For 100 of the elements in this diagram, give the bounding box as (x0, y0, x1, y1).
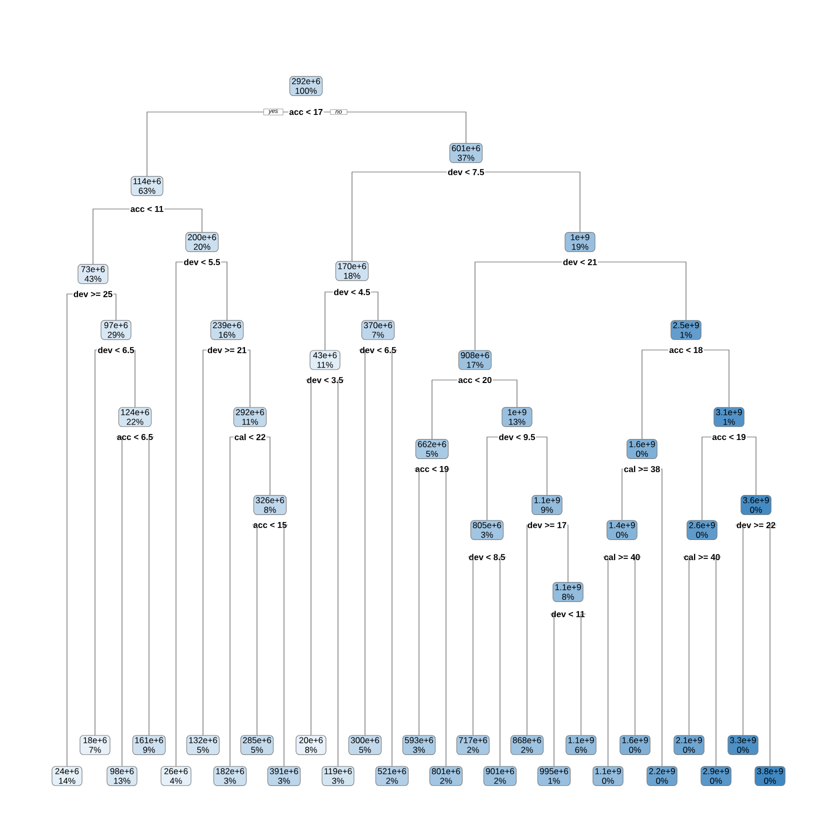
branch-line (580, 614, 586, 736)
tree-node-box: 1e+9 13% (502, 407, 532, 427)
branch-line (492, 380, 518, 408)
tree-node-box: 18e+6 7% (80, 735, 110, 755)
branch-line (735, 524, 744, 736)
branch-line (414, 468, 420, 736)
branch-line (306, 380, 312, 736)
tree-node-box: 2.1e+9 0% (674, 735, 704, 755)
split-label: dev < 4.5 (334, 288, 370, 296)
branch-line (634, 556, 642, 736)
split-label: dev >= 17 (528, 522, 566, 528)
branch-line (682, 556, 690, 736)
tree-node-box: 26e+6 4% (160, 766, 192, 786)
branch-line (602, 556, 608, 766)
split-label: acc < 19 (712, 434, 746, 440)
branch-line (284, 524, 288, 766)
tree-node-box: 20e+6 8% (296, 735, 326, 755)
tree-node-box: 601e+6 37% (449, 143, 483, 163)
branch-line (164, 208, 202, 232)
tree-node-box: 521e+6 2% (375, 766, 409, 786)
split-label: dev < 9.5 (499, 434, 536, 440)
split-label: acc < 19 (415, 466, 449, 472)
split-label: dev < 6.5 (98, 346, 134, 354)
tree-node-box: 239e+6 16% (210, 320, 244, 340)
tree-node-box: 868e+6 2% (510, 735, 544, 755)
tree-node-box: 717e+6 2% (456, 735, 490, 755)
branch-line (358, 350, 366, 736)
split-label: dev >= 22 (736, 522, 776, 528)
branch-line (622, 468, 624, 520)
split-label: cal >= 40 (684, 554, 720, 560)
tree-node-box: 3.1e+9 1% (714, 407, 744, 427)
split-label: dev < 7.5 (448, 168, 484, 176)
split-label: acc < 18 (669, 346, 703, 354)
branch-line (550, 614, 554, 766)
branch-line (176, 262, 184, 766)
tree-node-box: 2.6e+9 0% (686, 520, 718, 540)
tree-node-box: 662e+6 5% (415, 439, 449, 459)
branch-line (266, 436, 270, 496)
branch-line (526, 524, 528, 736)
tree-node-box: 161e+6 9% (132, 735, 166, 755)
branch-line (324, 292, 334, 350)
tree-node-box: 370e+6 7% (361, 320, 395, 340)
branch-line (148, 436, 154, 736)
tree-node-box: 995e+6 1% (537, 766, 571, 786)
branch-line (702, 436, 712, 520)
branch-line (703, 350, 730, 408)
branch-line (642, 350, 669, 440)
tree-node-box: 24e+6 14% (52, 766, 82, 786)
tree-node-box: 73e+6 43% (78, 264, 108, 284)
branch-line (370, 292, 378, 320)
branch-line (536, 436, 548, 496)
tree-node-box: 1e+9 19% (564, 232, 596, 252)
branch-line (746, 436, 756, 496)
tree-node-box: 292e+6 11% (233, 407, 267, 427)
tree-node-box: 908e+6 17% (458, 350, 492, 370)
split-label: dev < 11 (552, 610, 585, 618)
tree-node-box: 3.8e+9 0% (754, 766, 786, 786)
tree-node-box: 1.4e+9 0% (606, 520, 638, 540)
branch-line (113, 294, 116, 320)
tree-node-box: 300e+6 5% (348, 735, 382, 755)
branch-line (338, 380, 344, 766)
split-label: acc < 17 (289, 109, 322, 115)
tree-node-box: 1.1e+9 9% (532, 495, 562, 515)
tree-node-box: 97e+6 29% (100, 320, 132, 340)
tree-node-box: 2.2e+9 0% (646, 766, 678, 786)
tree-node-box: 43e+6 11% (310, 350, 340, 370)
split-label: dev < 8.5 (469, 554, 506, 560)
branch-line (770, 524, 777, 766)
branch-line (94, 350, 98, 736)
branch-line (146, 112, 289, 176)
tree-node-box: 200e+6 20% (185, 232, 219, 252)
tree-node-box: 285e+6 5% (240, 735, 274, 755)
tree-node-box: 326e+6 8% (253, 495, 287, 515)
branch-line (323, 112, 466, 144)
tree-node-box: 182e+6 3% (213, 766, 247, 786)
branch-line (446, 468, 450, 766)
tree-node-box: 3.6e+9 0% (740, 495, 772, 515)
branch-line (92, 208, 130, 264)
tree-node-box: 132e+6 5% (186, 735, 220, 755)
split-label: dev < 5.5 (184, 258, 220, 266)
branch-line (202, 350, 207, 736)
branch-line (134, 350, 136, 408)
tree-node-box: 119e+6 3% (322, 766, 354, 786)
branch-line (392, 350, 398, 766)
tree-node-box: 170e+6 18% (335, 261, 369, 281)
tree-node-box: 1.1e+9 6% (566, 735, 596, 755)
tree-node-box: 124e+6 22% (118, 407, 152, 427)
branch-line (486, 436, 498, 520)
split-label: cal >= 40 (604, 554, 640, 560)
tree-node-box: 2.5e+9 1% (670, 320, 702, 340)
branch-line (567, 524, 568, 582)
tree-node-box: 801e+6 2% (429, 766, 463, 786)
branch-line (116, 436, 122, 766)
split-label: dev >= 21 (208, 346, 246, 354)
branch-line (247, 350, 250, 408)
tree-node-box: 114e+6 63% (130, 176, 164, 196)
split-label: cal < 22 (234, 434, 266, 440)
split-label: cal >= 38 (624, 466, 660, 472)
tree-node-box: 2.9e+9 0% (700, 766, 732, 786)
branch-line (220, 262, 228, 320)
